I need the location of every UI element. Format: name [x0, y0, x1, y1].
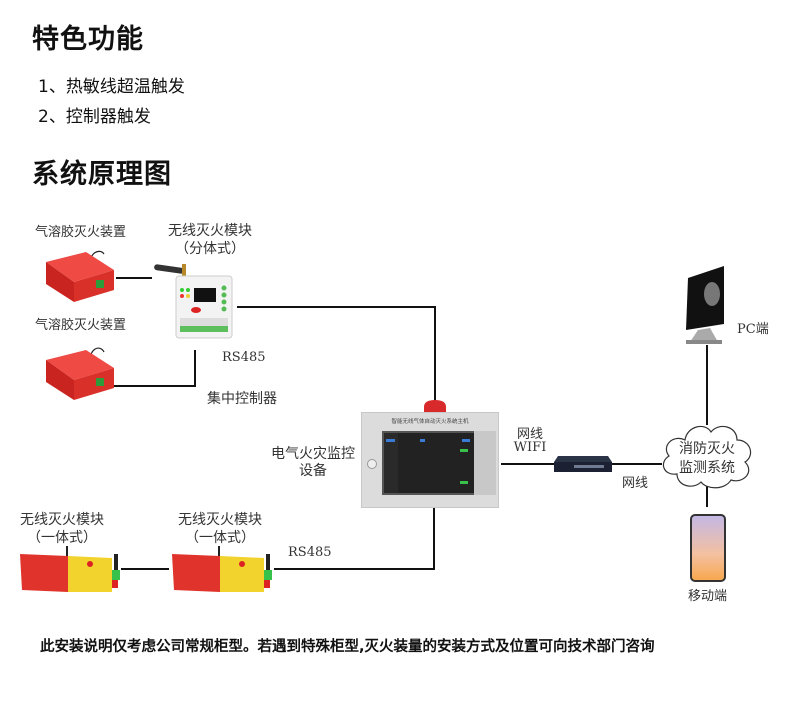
- connector-line: [121, 568, 169, 570]
- split-module-title: 无线灭火模块: [168, 223, 252, 239]
- mobile-phone-icon: [690, 514, 726, 582]
- footer-note: 此安装说明仅考虑公司常规柜型。若遇到特殊柜型,灭火装量的安装方式及位置可向技术部…: [40, 639, 655, 655]
- diagram-title: 系统原理图: [32, 159, 172, 190]
- network-wifi-label-line2: WIFI: [513, 440, 547, 455]
- integrated-module-2-subtitle: （一体式）: [185, 530, 255, 546]
- integrated-module-1-title: 无线灭火模块: [20, 512, 104, 528]
- feature-item-1: 1、热敏线超温触发: [38, 77, 185, 97]
- features-title: 特色功能: [32, 24, 144, 55]
- host-panel-screen[interactable]: [382, 431, 476, 495]
- network-switch-icon: [554, 456, 612, 472]
- aerosol-device-2-label: 气溶胶灭火装置: [35, 318, 127, 333]
- connector-line: [114, 385, 196, 387]
- integrated-module-2-title: 无线灭火模块: [178, 512, 262, 528]
- connector-line: [501, 463, 555, 465]
- integrated-module-2-icon: [172, 546, 272, 592]
- host-panel-alarm-icon: [424, 400, 446, 412]
- split-module-subtitle: （分体式）: [175, 241, 245, 257]
- network-cable-label: 网线: [622, 476, 649, 491]
- host-panel-knob[interactable]: [367, 459, 377, 469]
- integrated-module-1-icon: [20, 546, 120, 592]
- connector-line: [612, 463, 662, 465]
- split-module-icon: [154, 264, 233, 339]
- connector-line: [237, 306, 435, 308]
- electrical-fire-label-line1: 电气火灾监控: [271, 446, 355, 462]
- network-wifi-label-line1: 网线: [516, 427, 543, 442]
- pc-monitor-icon: [686, 266, 724, 344]
- rs485-top-label: RS485: [222, 350, 266, 365]
- pc-label: PC端: [737, 322, 769, 337]
- host-panel-title: 智能无线气体自动灭火系统主机: [391, 419, 469, 425]
- cloud-label-line2: 监测系统: [679, 460, 735, 476]
- rs485-bottom-label: RS485: [288, 545, 332, 560]
- electrical-fire-label-line2: 设备: [299, 463, 327, 479]
- connector-line: [274, 568, 435, 570]
- central-controller-label: 集中控制器: [207, 391, 277, 407]
- aerosol-device-1-icon: [46, 250, 114, 302]
- feature-item-2: 2、控制器触发: [38, 107, 151, 127]
- cloud-label-line1: 消防灭火: [679, 441, 735, 457]
- connector-line: [116, 277, 152, 279]
- connector-line: [433, 505, 435, 570]
- mobile-label: 移动端: [688, 589, 728, 604]
- connector-line: [706, 485, 708, 507]
- connector-line: [434, 306, 436, 402]
- connector-line: [706, 345, 708, 425]
- connector-line: [194, 350, 196, 386]
- integrated-module-1-subtitle: （一体式）: [27, 530, 97, 546]
- aerosol-device-2-icon: [46, 347, 114, 400]
- host-panel[interactable]: 智能无线气体自动灭火系统主机: [361, 412, 499, 508]
- cloud-icon: [662, 425, 752, 489]
- aerosol-device-1-label: 气溶胶灭火装置: [35, 225, 127, 240]
